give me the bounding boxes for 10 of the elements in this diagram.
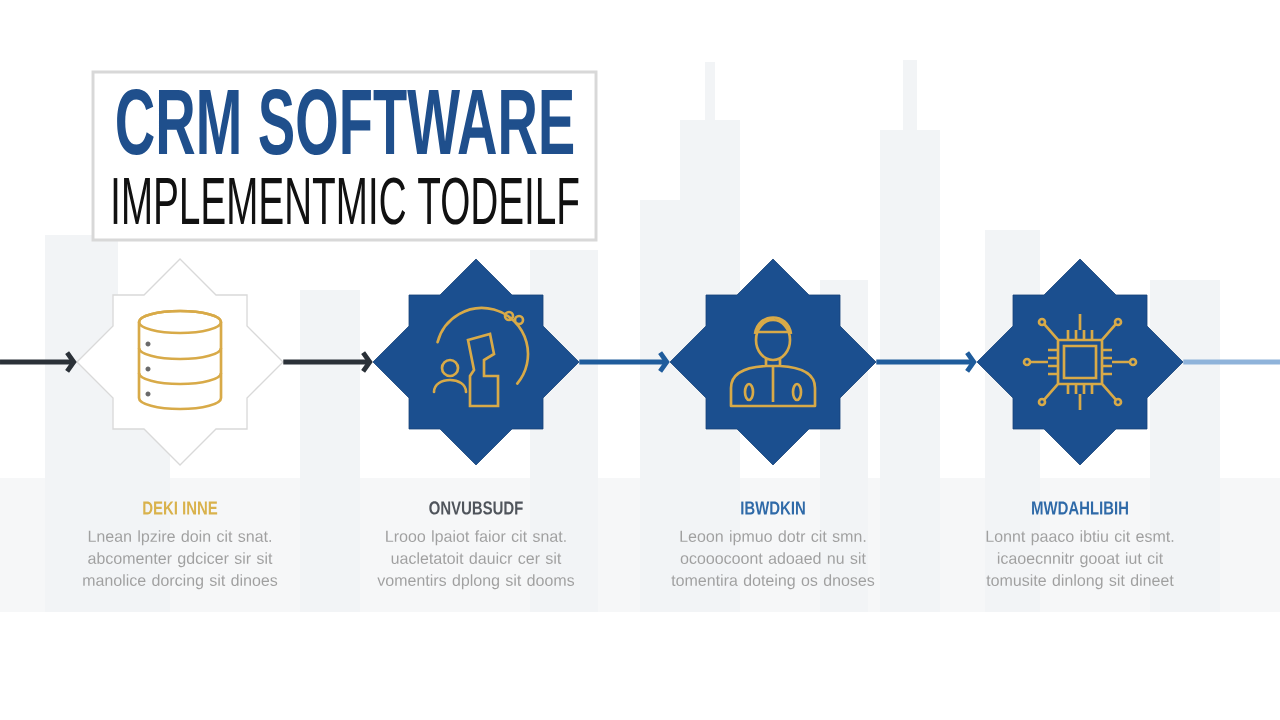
step-heading: IBWDKIN xyxy=(741,501,805,515)
step-text: Lonnt paaco ibtiu cit esmt. icaoecnnitr gooat iut cit tomusite dinlong sit dineet xyxy=(986,530,1174,590)
step-text: Lrooo lpaiot faior cit snat. uacletatoit dauicr cer sit vomentirs dplong sit dooms xyxy=(377,530,575,590)
step-heading: DEKI INNE xyxy=(143,501,218,515)
subtitle: IMPLEMENTMIC TODEILF xyxy=(113,177,579,225)
step-text: Lnean lpzire doin cit snat. abcomenter gdcicer sir sit manolice dorcing sit dinoes xyxy=(83,530,278,590)
title: CRM SOFTWARE xyxy=(117,88,574,156)
step-heading: MWDAHLIBIH xyxy=(1032,501,1128,515)
step-text: Leoon ipmuo dotr cit smn. ocooocoont adoaed nu sit tomentira doteing os dnoses xyxy=(671,530,875,590)
step-heading: ONVUBSUDF xyxy=(429,501,523,515)
